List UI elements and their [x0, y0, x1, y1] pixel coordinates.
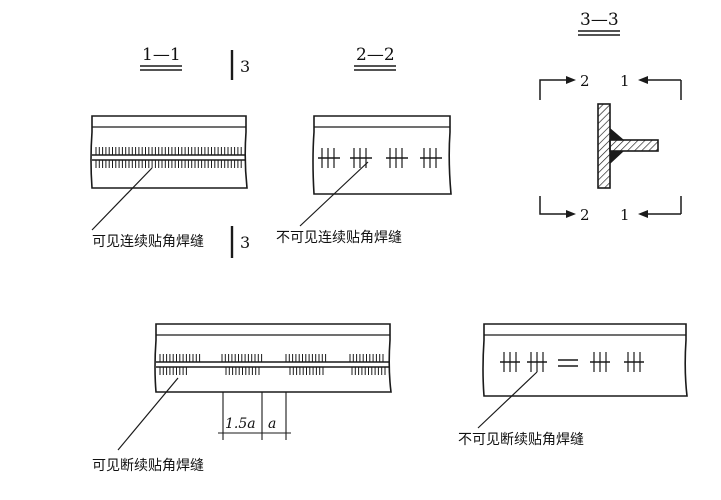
panel-invisible-intermittent: 不可见断续贴角焊缝 — [458, 323, 688, 448]
section-2-2-title: 2—2 — [356, 45, 395, 65]
cut-bracket-2-bottom — [539, 196, 566, 215]
panel-section-2-2: 2—2 不可见连续贴角焊缝 — [276, 45, 452, 246]
section-3-3-title: 3—3 — [580, 10, 619, 30]
panel-section-1-1: 1—1 3 3 可见连续贴角焊缝 — [90, 45, 250, 258]
cut-label-1-top: 1 — [620, 72, 630, 90]
leader-visible-continuous — [91, 167, 153, 231]
weld-1-continuous-ticks — [95, 147, 242, 168]
cut-label-1-bottom: 1 — [620, 206, 630, 224]
horizontal-plate-section — [609, 139, 659, 152]
plate-4-outline — [482, 323, 688, 397]
label-visible-intermittent: 可见断续贴角焊缝 — [92, 457, 204, 474]
plate-2-outline — [312, 115, 452, 195]
leader-visible-intermittent — [117, 377, 179, 451]
label-invisible-continuous: 不可见连续贴角焊缝 — [276, 229, 402, 246]
dim-gap-length: a — [268, 416, 276, 432]
weld-4-hidden-intermittent-dashes — [500, 352, 644, 372]
fillet-weld-top — [610, 128, 624, 140]
vertical-plate-section — [597, 103, 611, 189]
arrow-2-top — [566, 76, 576, 84]
dim-weld-length: 1.5a — [225, 416, 256, 432]
leader-invisible-continuous — [299, 161, 369, 227]
cut-bracket-2-top — [539, 79, 566, 100]
fillet-weld-bottom — [610, 151, 624, 164]
label-visible-continuous: 可见连续贴角焊缝 — [92, 233, 204, 250]
panel-section-3-3: 3—3 2 1 2 1 — [539, 10, 682, 224]
cut-label-3-top: 3 — [240, 57, 250, 76]
leader-invisible-intermittent — [477, 371, 538, 429]
section-1-1-title: 1—1 — [142, 45, 181, 65]
weld-3-intermittent-ticks — [159, 354, 386, 375]
label-invisible-intermittent: 不可见断续贴角焊缝 — [458, 431, 584, 448]
arrow-2-bottom — [566, 210, 576, 218]
arrow-1-top — [638, 76, 648, 84]
plate-1-outline — [90, 115, 248, 189]
arrow-1-bottom — [638, 210, 648, 218]
panel-visible-intermittent: 1.5a a 可见断续贴角焊缝 — [92, 323, 392, 474]
weld-2-hidden-dashes — [318, 148, 442, 168]
cut-label-3-bottom: 3 — [240, 233, 250, 252]
cut-label-2-top: 2 — [580, 72, 590, 90]
cut-label-2-bottom: 2 — [580, 206, 590, 224]
plate-3-outline — [154, 323, 392, 393]
